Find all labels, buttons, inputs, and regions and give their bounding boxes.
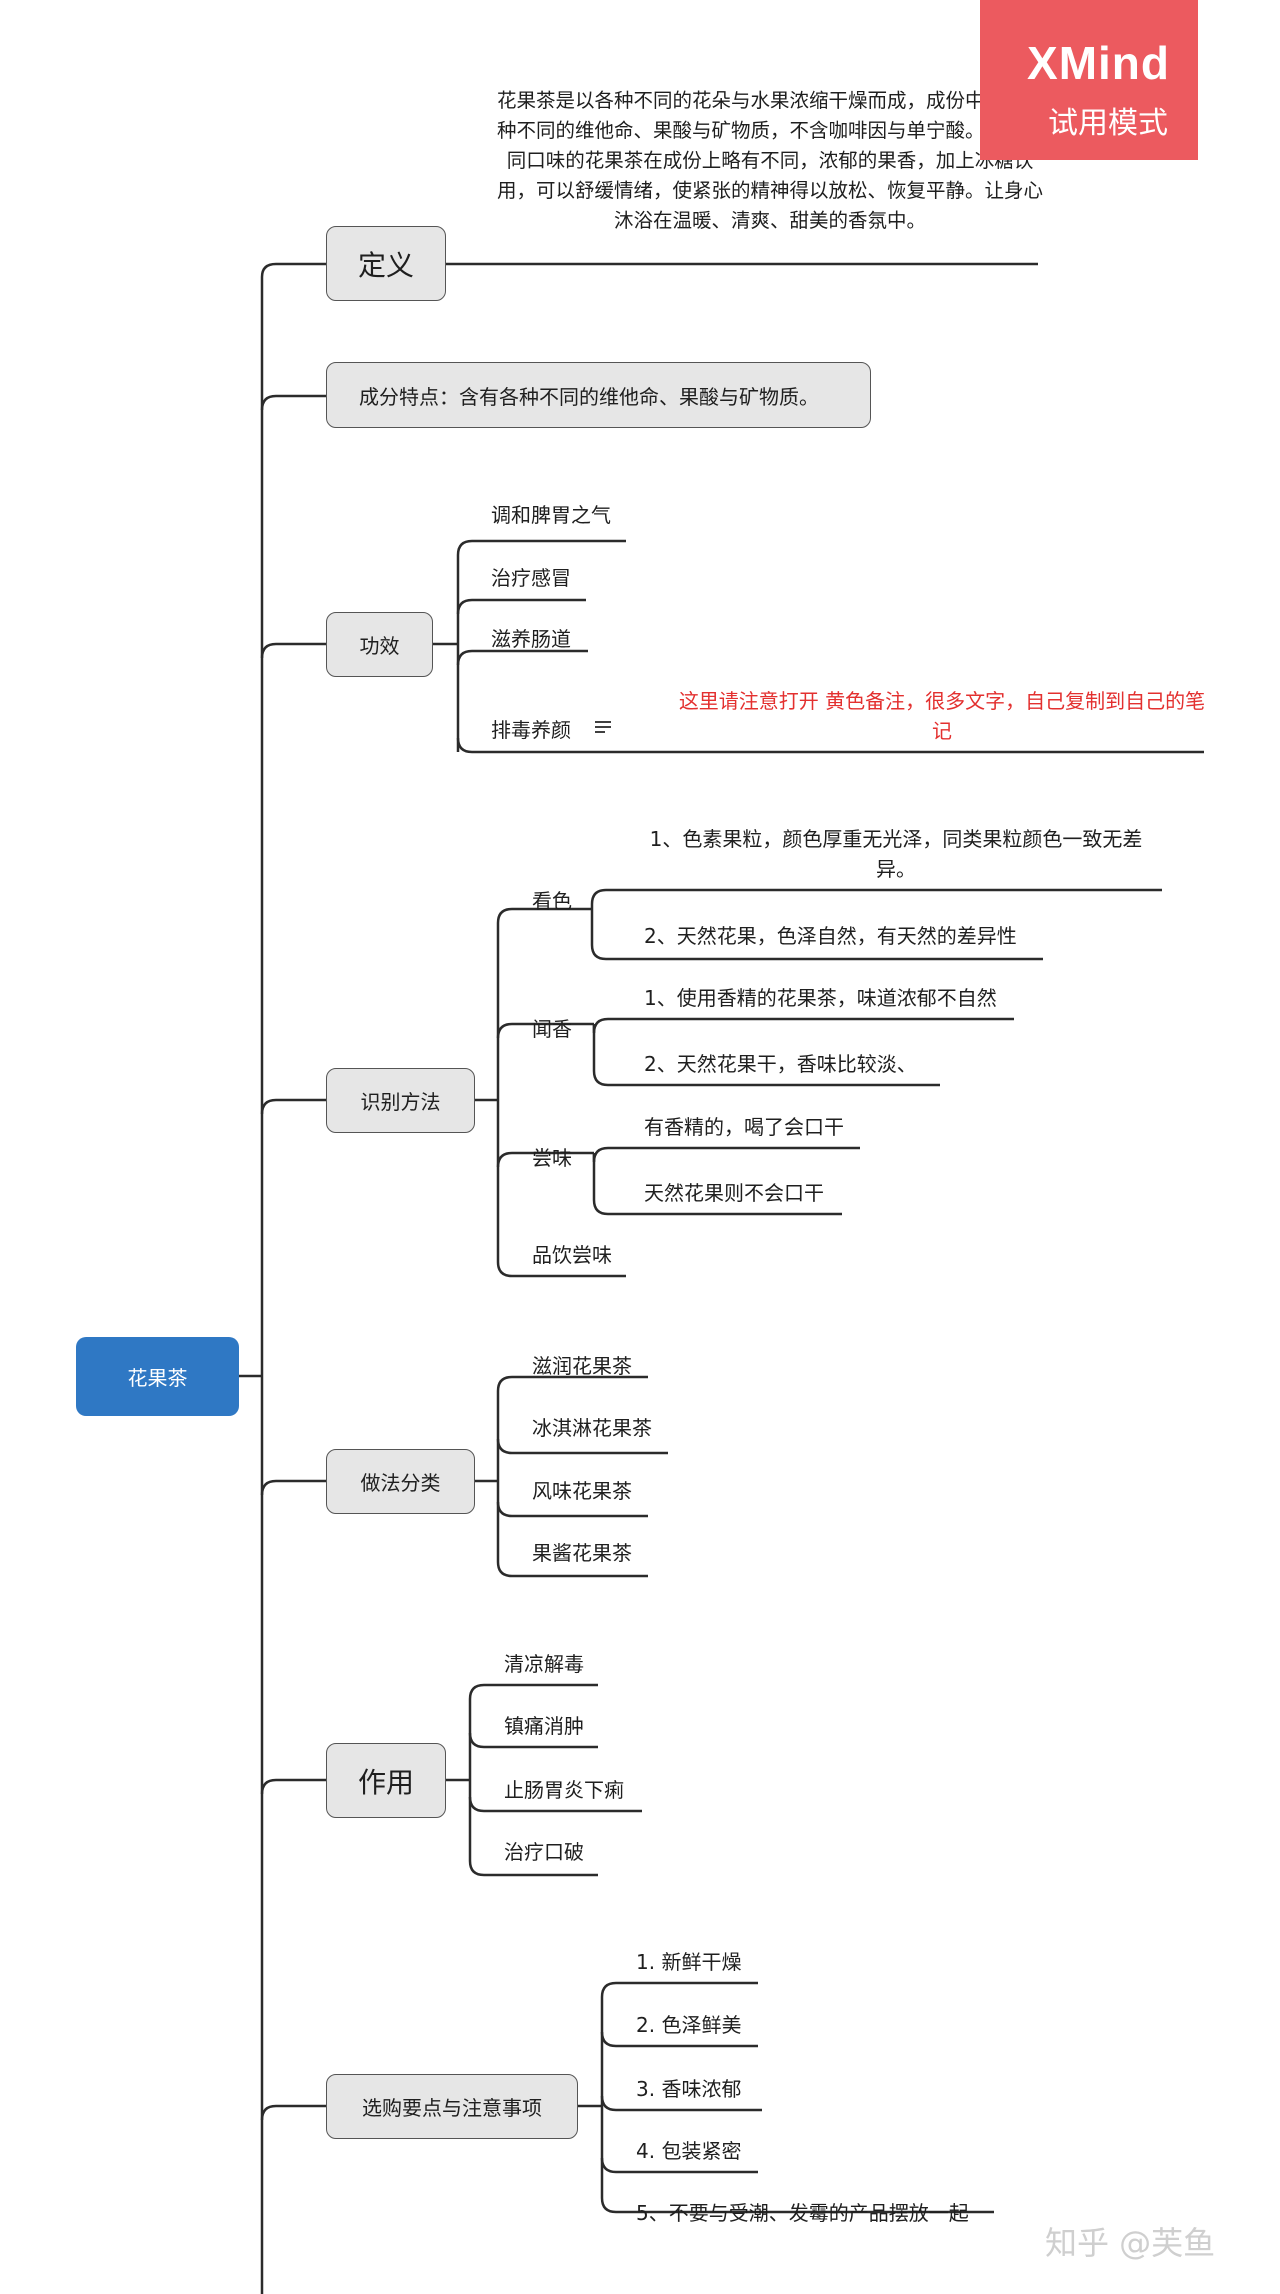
buying-item[interactable]: 1. 新鲜干燥: [636, 1950, 742, 1974]
definition-text: 花果茶是以各种不同的花朵与水果浓缩干燥而成，成份中含有各种不同的维他命、果酸与矿…: [496, 89, 1043, 232]
effect-item[interactable]: 止肠胃炎下痢: [504, 1778, 624, 1802]
topic-buying[interactable]: 选购要点与注意事项: [326, 2074, 578, 2139]
recipe-item[interactable]: 冰淇淋花果茶: [532, 1416, 652, 1440]
zhihu-credit: 知乎 @芙鱼: [1045, 2224, 1216, 2262]
effect-item[interactable]: 镇痛消肿: [504, 1714, 584, 1738]
effect-item[interactable]: 治疗口破: [504, 1840, 584, 1864]
efficacy-item[interactable]: 治疗感冒: [491, 566, 571, 590]
efficacy-item[interactable]: 调和脾胃之气: [491, 503, 611, 527]
notes-icon[interactable]: [594, 720, 612, 734]
topic-recipes[interactable]: 做法分类: [326, 1449, 475, 1514]
identify-smell[interactable]: 闻香: [532, 1017, 572, 1041]
recipe-item[interactable]: 风味花果茶: [532, 1479, 632, 1503]
smell-item[interactable]: 2、天然花果干，香味比较淡、: [644, 1052, 917, 1076]
identify-drink[interactable]: 品饮尝味: [532, 1243, 612, 1267]
taste-item[interactable]: 有香精的，喝了会口干: [644, 1115, 844, 1139]
identify-taste[interactable]: 尝味: [532, 1146, 572, 1170]
watermark-brand: XMind: [1027, 37, 1170, 89]
topic-effects[interactable]: 作用: [326, 1743, 446, 1818]
effect-item[interactable]: 清凉解毒: [504, 1652, 584, 1676]
note-reminder: 这里请注意打开 黄色备注，很多文字，自己复制到自己的笔记: [678, 689, 1206, 743]
taste-item[interactable]: 天然花果则不会口干: [644, 1181, 824, 1205]
buying-item[interactable]: 2. 色泽鲜美: [636, 2013, 742, 2037]
topic-efficacy[interactable]: 功效: [326, 612, 433, 677]
xmind-watermark: XMind 试用模式: [980, 0, 1198, 160]
recipe-item[interactable]: 滋润花果茶: [532, 1354, 632, 1378]
efficacy-item[interactable]: 排毒养颜: [491, 718, 571, 742]
root-topic[interactable]: 花果茶: [76, 1337, 239, 1416]
topic-ingredients[interactable]: 成分特点：含有各种不同的维他命、果酸与矿物质。: [326, 362, 871, 428]
identify-look[interactable]: 看色: [532, 889, 572, 913]
topic-identify[interactable]: 识别方法: [326, 1068, 475, 1133]
buying-item[interactable]: 3. 香味浓郁: [636, 2077, 742, 2101]
efficacy-item[interactable]: 滋养肠道: [491, 627, 571, 651]
topic-definition[interactable]: 定义: [326, 226, 446, 301]
recipe-item[interactable]: 果酱花果茶: [532, 1541, 632, 1565]
look-item[interactable]: 1、色素果粒，颜色厚重无光泽，同类果粒颜色一致无差异。: [649, 827, 1143, 881]
buying-item[interactable]: 4. 包装紧密: [636, 2139, 742, 2163]
smell-item[interactable]: 1、使用香精的花果茶，味道浓郁不自然: [644, 986, 997, 1010]
buying-item[interactable]: 5、不要与受潮、发霉的产品摆放一起: [636, 2201, 969, 2225]
look-item[interactable]: 2、天然花果，色泽自然，有天然的差异性: [644, 924, 1017, 948]
watermark-mode: 试用模式: [1048, 106, 1168, 141]
